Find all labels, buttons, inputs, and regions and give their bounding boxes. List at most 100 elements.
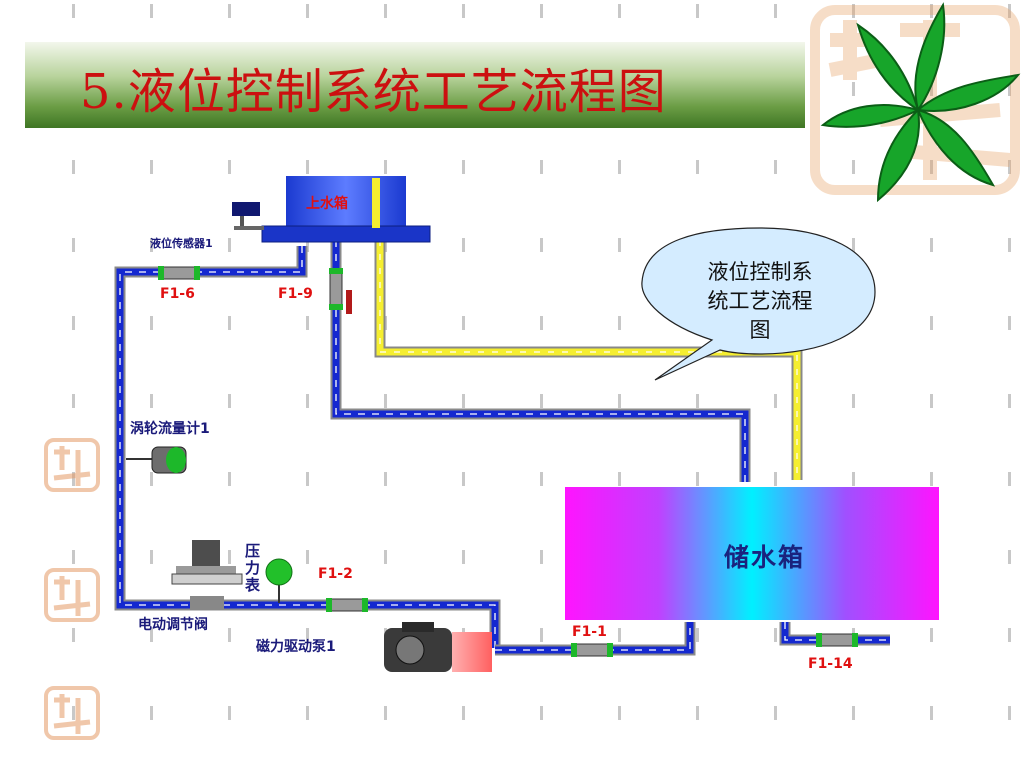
background-dash	[228, 472, 231, 486]
background-dash	[774, 628, 777, 642]
background-dash	[852, 706, 855, 720]
background-dash	[1008, 394, 1011, 408]
background-dash	[930, 82, 933, 96]
valve-f1-6-label: F1-6	[160, 286, 195, 302]
background-dash	[930, 472, 933, 486]
magnetic-pump-icon	[384, 622, 492, 672]
background-dash	[696, 160, 699, 174]
background-dash	[696, 628, 699, 642]
background-dash	[540, 628, 543, 642]
background-dash	[462, 706, 465, 720]
background-dash	[540, 160, 543, 174]
pressure-gauge-icon	[265, 558, 293, 603]
background-dash	[462, 4, 465, 18]
background-dash	[930, 394, 933, 408]
electric-valve-label: 电动调节阀	[138, 617, 208, 633]
background-dash	[306, 550, 309, 564]
background-dash	[930, 316, 933, 330]
background-dash	[618, 472, 621, 486]
background-dash	[618, 316, 621, 330]
upper-tank-label: 上水箱	[306, 196, 348, 212]
valve-f1-14-label: F1-14	[808, 656, 853, 672]
level-sensor-label: 液位传感器1	[150, 237, 213, 250]
background-dash	[462, 550, 465, 564]
background-dash	[306, 238, 309, 252]
background-dash	[1008, 316, 1011, 330]
background-dash	[1008, 82, 1011, 96]
background-dash	[462, 316, 465, 330]
background-dash	[540, 316, 543, 330]
background-dash	[1008, 628, 1011, 642]
blue-pipe-segment	[495, 622, 691, 651]
background-dash	[462, 394, 465, 408]
background-dash	[774, 472, 777, 486]
background-dash	[150, 238, 153, 252]
background-dash	[774, 706, 777, 720]
background-dash	[228, 706, 231, 720]
background-dash	[72, 550, 75, 564]
pressure-gauge-label: 压 力 表	[245, 542, 261, 594]
background-dash	[150, 550, 153, 564]
turbine-flowmeter-icon	[126, 446, 187, 474]
background-dash	[228, 550, 231, 564]
background-dash	[150, 160, 153, 174]
callout-text: 液位控制系 统工艺流程 图	[707, 260, 813, 342]
background-dash	[540, 472, 543, 486]
background-dash	[72, 238, 75, 252]
background-dash	[72, 706, 75, 720]
background-dash	[228, 628, 231, 642]
upper-tank	[261, 176, 431, 243]
valve-f1-6-icon	[158, 266, 200, 280]
background-dash	[228, 316, 231, 330]
background-dash	[150, 316, 153, 330]
background-dash	[540, 394, 543, 408]
background-dash	[618, 160, 621, 174]
leaf-icon	[820, 2, 1021, 203]
background-dash	[462, 238, 465, 252]
background-dash	[150, 628, 153, 642]
turbine-flowmeter-label: 涡轮流量计1	[130, 421, 210, 437]
background-dash	[540, 706, 543, 720]
background-dash	[306, 628, 309, 642]
background-dash	[774, 4, 777, 18]
slide-title: 5.液位控制系统工艺流程图	[80, 64, 667, 120]
background-dash	[618, 238, 621, 252]
background-dash	[228, 238, 231, 252]
background-dash	[852, 160, 855, 174]
background-dash	[150, 394, 153, 408]
background-dash	[696, 4, 699, 18]
blue-pipe-segment	[116, 246, 499, 648]
valve-f1-2-icon	[326, 598, 368, 612]
background-dash	[72, 316, 75, 330]
background-dash	[852, 4, 855, 18]
background-dash	[852, 472, 855, 486]
background-dash	[384, 160, 387, 174]
background-dash	[150, 472, 153, 486]
background-dash	[150, 706, 153, 720]
background-dash	[1008, 4, 1011, 18]
background-dash	[774, 160, 777, 174]
speech-bubble	[641, 227, 876, 381]
seal-stamp-icon	[44, 438, 100, 740]
background-dash	[696, 472, 699, 486]
background-dash	[228, 160, 231, 174]
background-dash	[930, 628, 933, 642]
background-dash	[618, 394, 621, 408]
electric-valve-icon	[171, 540, 243, 610]
background-dash	[1008, 472, 1011, 486]
background-dash	[306, 160, 309, 174]
background-dash	[228, 4, 231, 18]
background-dash	[384, 472, 387, 486]
valve-f1-9-icon	[329, 268, 352, 314]
background-dash	[306, 316, 309, 330]
background-dash	[150, 4, 153, 18]
background-dash	[618, 628, 621, 642]
background-dash	[384, 706, 387, 720]
yellow-pipe	[374, 240, 803, 480]
valve-f1-1-label: F1-1	[572, 624, 607, 640]
magnetic-pump-label: 磁力驱动泵1	[256, 639, 336, 655]
background-dash	[228, 394, 231, 408]
background-dash	[72, 472, 75, 486]
